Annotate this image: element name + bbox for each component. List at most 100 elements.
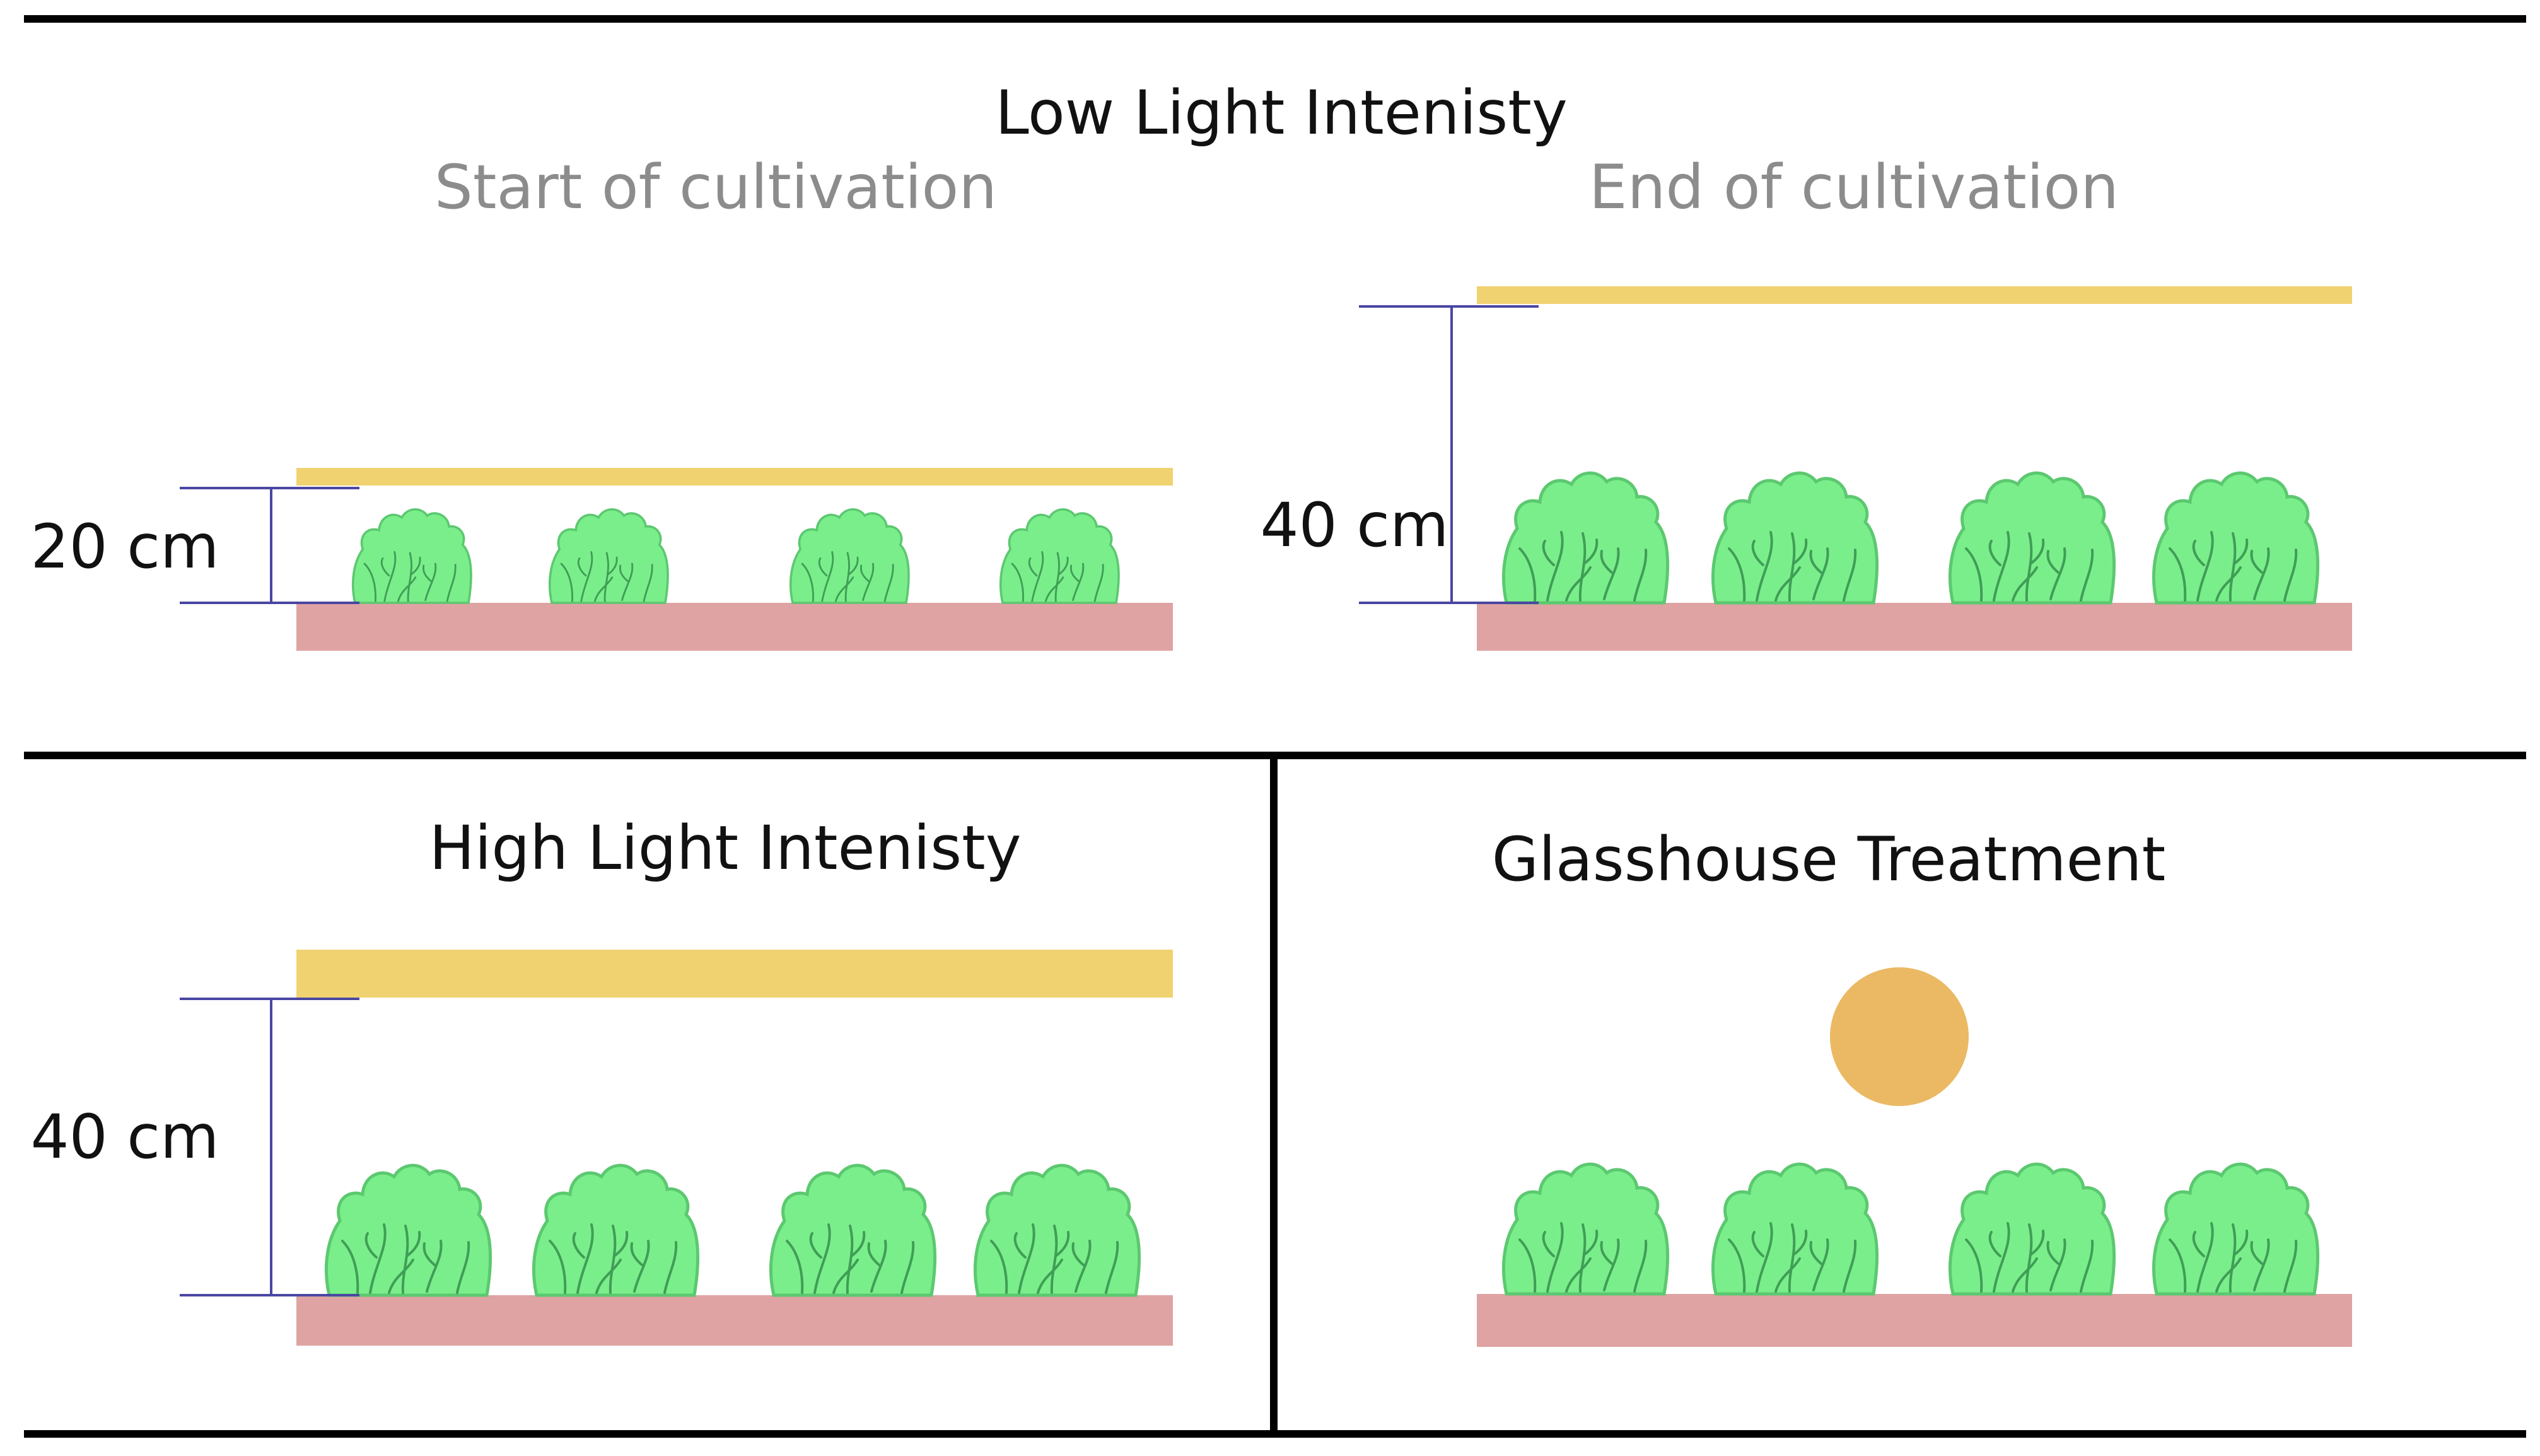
soil-bed: [296, 1295, 1173, 1346]
leaf-vein: [1788, 1223, 1808, 1293]
soil-bed: [296, 603, 1173, 651]
leaf-vein: [1578, 532, 1599, 602]
low-light-title: Low Light Intenisty: [995, 78, 1568, 148]
high-light-section: High Light Intenisty 40 cm: [31, 813, 1173, 1346]
leaf-vein: [341, 1240, 359, 1294]
leaf-vein: [643, 564, 653, 602]
distance-label: 20 cm: [31, 511, 219, 582]
top-rule: [24, 15, 2526, 23]
leaf-vein: [1774, 566, 1801, 602]
leaf-vein: [1518, 1238, 1537, 1293]
leaf-vein: [801, 562, 815, 602]
lettuce-plant: [789, 508, 910, 604]
leaf-vein: [1788, 532, 1808, 602]
end-subtitle: End of cultivation: [1589, 152, 2119, 223]
lettuce-leaves: [974, 1163, 1141, 1297]
lettuce-leaves: [548, 508, 669, 604]
lamp: [296, 950, 1173, 998]
leaf-vein: [1518, 547, 1537, 602]
leaf-vein: [572, 1223, 594, 1294]
leaf-vein: [1578, 1223, 1599, 1293]
distance-marker: [1359, 305, 1539, 604]
leaf-vein: [595, 1259, 622, 1294]
leaf-vein: [2215, 1257, 2242, 1293]
lettuce-leaves: [532, 1163, 700, 1297]
leaf-vein: [834, 576, 854, 602]
leaf-vein: [859, 562, 875, 602]
leaf-vein: [2025, 1223, 2045, 1293]
lettuce-plant: [999, 508, 1120, 604]
lettuce-plant: [548, 508, 669, 604]
leaf-vein: [1633, 1240, 1648, 1293]
lettuce-leaves: [1502, 471, 1670, 605]
low-light-section: Low Light Intenisty Start of cultivation…: [31, 78, 2352, 651]
lettuce-plant: [1949, 1162, 2116, 1296]
leaf-vein: [1093, 564, 1104, 602]
leaf-vein: [363, 562, 377, 602]
lettuce-leaves: [999, 508, 1120, 604]
lettuce-leaves: [1949, 471, 2116, 605]
leaf-vein: [1028, 550, 1044, 602]
leaf-vein: [900, 1241, 915, 1294]
soil-bed: [1477, 1294, 2352, 1347]
leaf-vein: [1011, 562, 1025, 602]
lettuce-plant: [1711, 471, 1879, 605]
leaf-vein: [1054, 552, 1069, 602]
sun-icon: [1830, 967, 1969, 1106]
leaf-vein: [560, 562, 574, 602]
lettuce-plant: [769, 1163, 937, 1297]
leaf-vein: [867, 1240, 887, 1293]
leaf-vein: [2250, 547, 2270, 600]
leaf-vein: [1044, 576, 1064, 602]
leaf-vein: [2215, 566, 2242, 602]
distance-marker: [180, 998, 359, 1296]
leaf-vein: [2250, 1238, 2270, 1291]
lettuce-plant: [532, 1163, 700, 1297]
leaf-vein: [1600, 1238, 1620, 1291]
lamp: [296, 468, 1173, 486]
plant-row: [1502, 1162, 2320, 1296]
leaf-vein: [1542, 531, 1564, 602]
leaf-vein: [2012, 1257, 2038, 1293]
leaf-vein: [1542, 1222, 1564, 1293]
vertical-divider: [1270, 755, 1278, 1434]
leaf-vein: [549, 1240, 567, 1294]
lettuce-plant: [974, 1163, 1141, 1297]
leaf-vein: [818, 550, 834, 602]
lettuce-leaves: [1711, 471, 1879, 605]
leaf-vein: [990, 1240, 1008, 1294]
leaf-vein: [1751, 531, 1773, 602]
lettuce-leaves: [2152, 1162, 2320, 1296]
leaf-vein: [2283, 549, 2298, 602]
leaf-vein: [832, 1259, 859, 1294]
lettuce-plant: [1711, 1162, 1879, 1296]
leaf-vein: [422, 1240, 443, 1293]
leaf-vein: [456, 1241, 470, 1294]
distance-label: 40 cm: [31, 1102, 219, 1172]
leaf-vein: [397, 576, 417, 602]
leaf-vein: [446, 564, 457, 602]
leaf-vein: [2192, 531, 2214, 602]
leaf-vein: [2012, 566, 2038, 602]
leaf-vein: [2046, 547, 2066, 600]
leaf-vein: [422, 562, 437, 602]
distance-label: 40 cm: [1261, 490, 1449, 561]
high-light-title: High Light Intenisty: [429, 813, 1021, 883]
leaf-vein: [786, 1240, 804, 1294]
leaf-vein: [1843, 549, 1857, 602]
plant-row: [1502, 471, 2320, 605]
lettuce-leaves: [351, 508, 472, 604]
leaf-vein: [1751, 1222, 1773, 1293]
lettuce-leaves: [1502, 1162, 1670, 1296]
lettuce-leaves: [1711, 1162, 1879, 1296]
leaf-vein: [1565, 1257, 1592, 1293]
lettuce-plant: [2152, 1162, 2320, 1296]
leaf-vein: [2080, 1240, 2094, 1293]
low-light-end-panel: End of cultivation 40 cm: [1261, 152, 2352, 651]
leaf-vein: [2025, 532, 2045, 602]
leaf-vein: [1071, 1240, 1092, 1293]
glasshouse-title: Glasshouse Treatment: [1492, 824, 2165, 895]
leaf-vein: [846, 1225, 866, 1294]
plant-row: [351, 508, 1120, 604]
leaf-vein: [2046, 1238, 2066, 1291]
